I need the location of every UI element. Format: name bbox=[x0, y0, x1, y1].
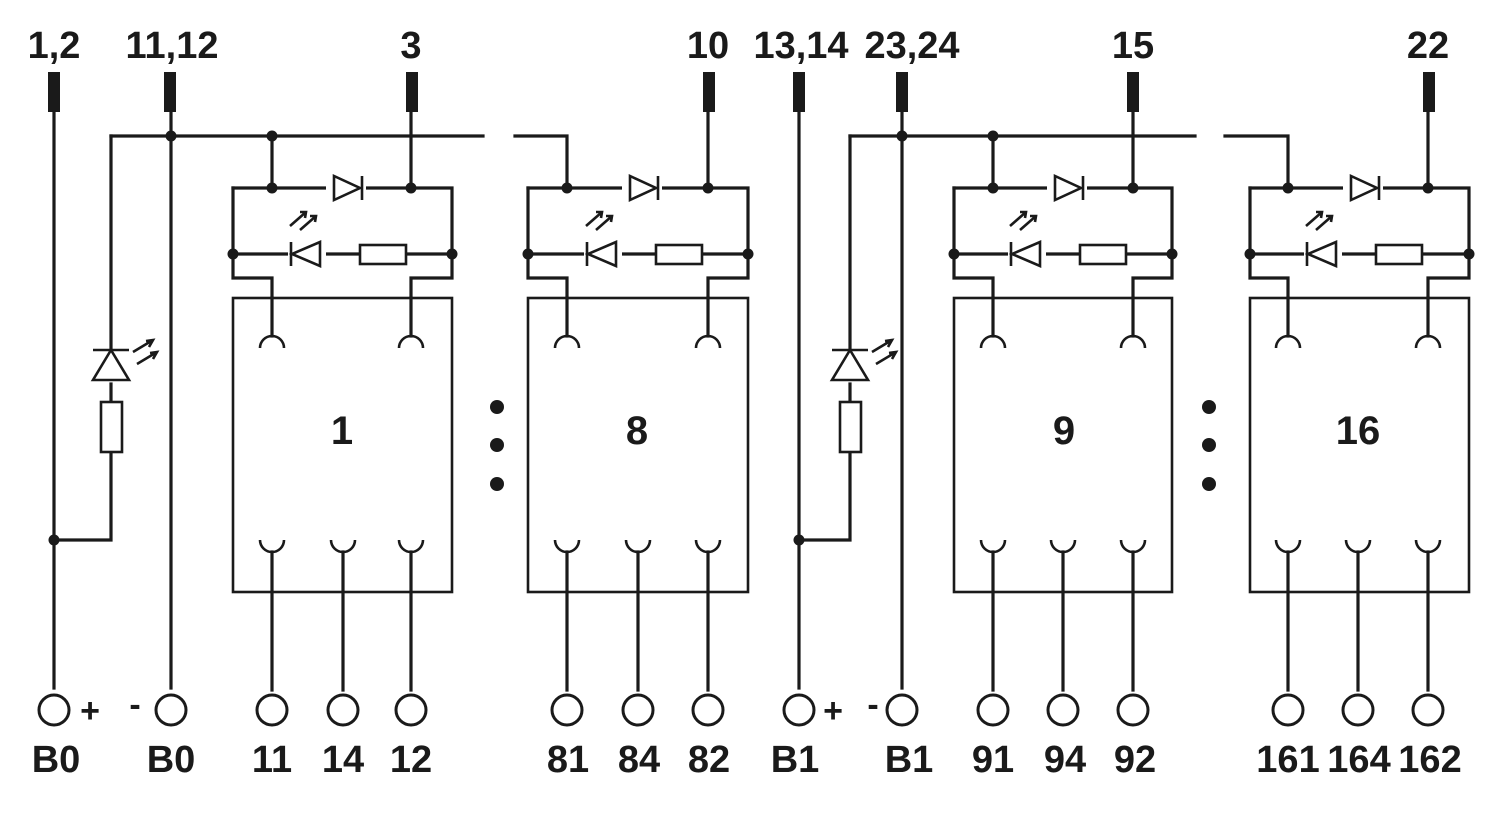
relay-number-8: 8 bbox=[626, 409, 648, 453]
terminal-11-icon bbox=[255, 693, 289, 727]
supply-resistor-b0-icon bbox=[99, 400, 124, 454]
bottom-terminals: + - + - B0 B0 11 14 12 81 84 82 B1 B1 91… bbox=[32, 686, 1462, 781]
label-contact-94: 94 bbox=[1044, 739, 1086, 781]
sign-b0-minus: - bbox=[129, 686, 140, 724]
supply-resistor-b1-icon bbox=[838, 400, 863, 454]
label-top-b0-plus: 1,2 bbox=[28, 25, 81, 67]
pin-r8-icon bbox=[703, 72, 715, 112]
label-contact-164: 164 bbox=[1327, 739, 1390, 781]
supply-led-b0-icon bbox=[90, 338, 160, 382]
coil-led-8-icon bbox=[584, 210, 622, 268]
terminal-84-icon bbox=[621, 693, 655, 727]
terminal-81-icon bbox=[550, 693, 584, 727]
terminal-161-icon bbox=[1271, 693, 1305, 727]
terminal-92-icon bbox=[1116, 693, 1150, 727]
coil-resistor-1-icon bbox=[358, 243, 408, 266]
label-b1-minus: B1 bbox=[885, 739, 934, 781]
coil-led-1-icon bbox=[288, 210, 326, 268]
pin-b1-plus-icon bbox=[793, 72, 805, 112]
label-contact-91: 91 bbox=[972, 739, 1014, 781]
relay-module-1: 1 bbox=[227, 110, 458, 692]
pin-r9-icon bbox=[1127, 72, 1139, 112]
relay-module-9: 9 bbox=[948, 110, 1178, 692]
coil-resistor-16-icon bbox=[1374, 243, 1424, 266]
label-top-r8: 10 bbox=[687, 25, 729, 67]
terminal-12-icon bbox=[394, 693, 428, 727]
free-wheel-diode-1-icon bbox=[326, 173, 366, 203]
terminal-b0-plus-icon bbox=[37, 693, 71, 727]
vertical-ellipsis-icon bbox=[1202, 400, 1216, 491]
terminal-b1-plus-icon bbox=[782, 693, 816, 727]
relay-box-8 bbox=[526, 296, 750, 594]
coil-led-9-icon bbox=[1008, 210, 1046, 268]
pin-b1-minus-icon bbox=[896, 72, 908, 112]
coil-led-16-icon bbox=[1304, 210, 1342, 268]
supply-group-b1 bbox=[793, 110, 1290, 690]
label-contact-11: 11 bbox=[252, 739, 292, 781]
terminal-14-icon bbox=[326, 693, 360, 727]
relay-module-8: 8 bbox=[522, 110, 754, 692]
free-wheel-diode-9-icon bbox=[1047, 173, 1087, 203]
label-b1-plus: B1 bbox=[771, 739, 820, 781]
sign-b1-plus: + bbox=[823, 692, 843, 730]
free-wheel-diode-16-icon bbox=[1343, 173, 1383, 203]
label-top-r16: 22 bbox=[1407, 25, 1449, 67]
relay-number-9: 9 bbox=[1053, 409, 1075, 453]
free-wheel-diode-8-icon bbox=[622, 173, 662, 203]
supply-led-b1-icon bbox=[829, 338, 899, 382]
label-contact-84: 84 bbox=[618, 739, 660, 781]
top-connectors: 1,2 11,12 3 10 13,14 23,24 15 22 bbox=[28, 25, 1449, 112]
label-top-b0-minus: 11,12 bbox=[126, 25, 219, 67]
terminal-164-icon bbox=[1341, 693, 1375, 727]
label-contact-161: 161 bbox=[1256, 739, 1319, 781]
pin-b0-plus-icon bbox=[48, 72, 60, 112]
coil-resistor-9-icon bbox=[1078, 243, 1128, 266]
coil-resistor-8-icon bbox=[654, 243, 704, 266]
relay-box-9 bbox=[952, 296, 1174, 594]
label-contact-82: 82 bbox=[688, 739, 730, 781]
terminal-b1-minus-icon bbox=[885, 693, 919, 727]
label-top-b1-minus: 23,24 bbox=[864, 25, 959, 67]
label-top-r1: 3 bbox=[400, 25, 421, 67]
supply-group-b0 bbox=[48, 110, 569, 690]
vertical-ellipsis-icon bbox=[490, 400, 504, 491]
relay-box-16 bbox=[1248, 296, 1471, 594]
terminal-82-icon bbox=[691, 693, 725, 727]
terminal-91-icon bbox=[976, 693, 1010, 727]
relay-module-16: 16 bbox=[1244, 110, 1475, 692]
label-contact-81: 81 bbox=[547, 739, 589, 781]
sign-b0-plus: + bbox=[80, 692, 100, 730]
label-top-r9: 15 bbox=[1112, 25, 1154, 67]
sign-b1-minus: - bbox=[867, 686, 878, 724]
label-contact-92: 92 bbox=[1114, 739, 1156, 781]
relay-number-16: 16 bbox=[1336, 409, 1381, 453]
label-b0-plus: B0 bbox=[32, 739, 81, 781]
label-b0-minus: B0 bbox=[147, 739, 196, 781]
pin-r1-icon bbox=[406, 72, 418, 112]
relay-box-1 bbox=[231, 296, 454, 594]
label-contact-162: 162 bbox=[1398, 739, 1461, 781]
label-contact-12: 12 bbox=[390, 739, 432, 781]
terminal-162-icon bbox=[1411, 693, 1445, 727]
relay-number-1: 1 bbox=[331, 409, 353, 453]
pin-r16-icon bbox=[1423, 72, 1435, 112]
pin-b0-minus-icon bbox=[164, 72, 176, 112]
label-top-b1-plus: 13,14 bbox=[753, 25, 848, 67]
terminal-b0-minus-icon bbox=[154, 693, 188, 727]
terminal-94-icon bbox=[1046, 693, 1080, 727]
label-contact-14: 14 bbox=[322, 739, 364, 781]
